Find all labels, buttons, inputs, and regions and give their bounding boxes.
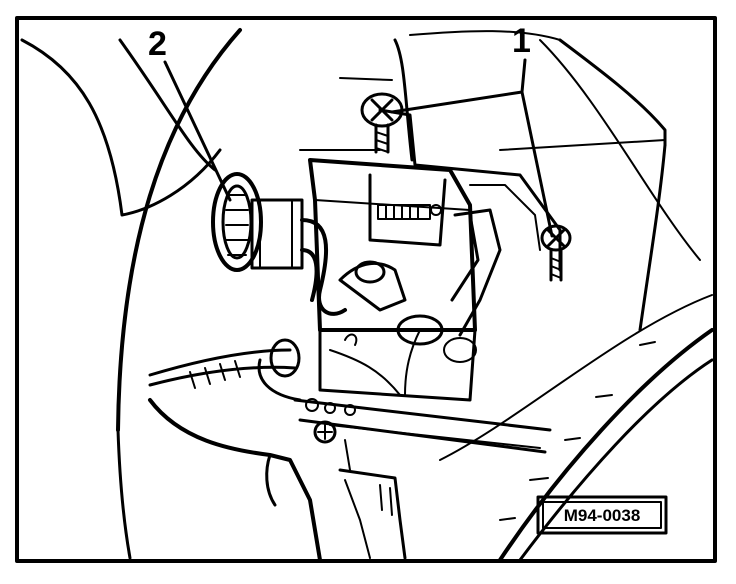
- leader-line-1-upper: [390, 58, 527, 114]
- bolt-right: [540, 224, 572, 282]
- body-panel-lines: [20, 28, 701, 560]
- reference-code-text: M94-0038: [564, 506, 641, 525]
- electrical-connector: [211, 172, 304, 272]
- figure-frame: [15, 16, 717, 563]
- linkage-lever: [338, 208, 502, 363]
- actuator-housing: [308, 158, 477, 402]
- callout-label-1: 1: [512, 22, 531, 60]
- leader-line-2: [163, 60, 232, 202]
- mounting-bracket: [299, 108, 562, 272]
- lower-housing: [148, 398, 407, 562]
- callout-label-2: 2: [148, 25, 167, 63]
- lower-rail: [293, 398, 552, 454]
- wiring-harness: [148, 218, 347, 402]
- bolt-upper: [360, 92, 404, 154]
- leader-line-1-lower: [520, 90, 554, 238]
- reference-code-box: M94-0038: [536, 495, 668, 535]
- leader-lines: [163, 58, 554, 238]
